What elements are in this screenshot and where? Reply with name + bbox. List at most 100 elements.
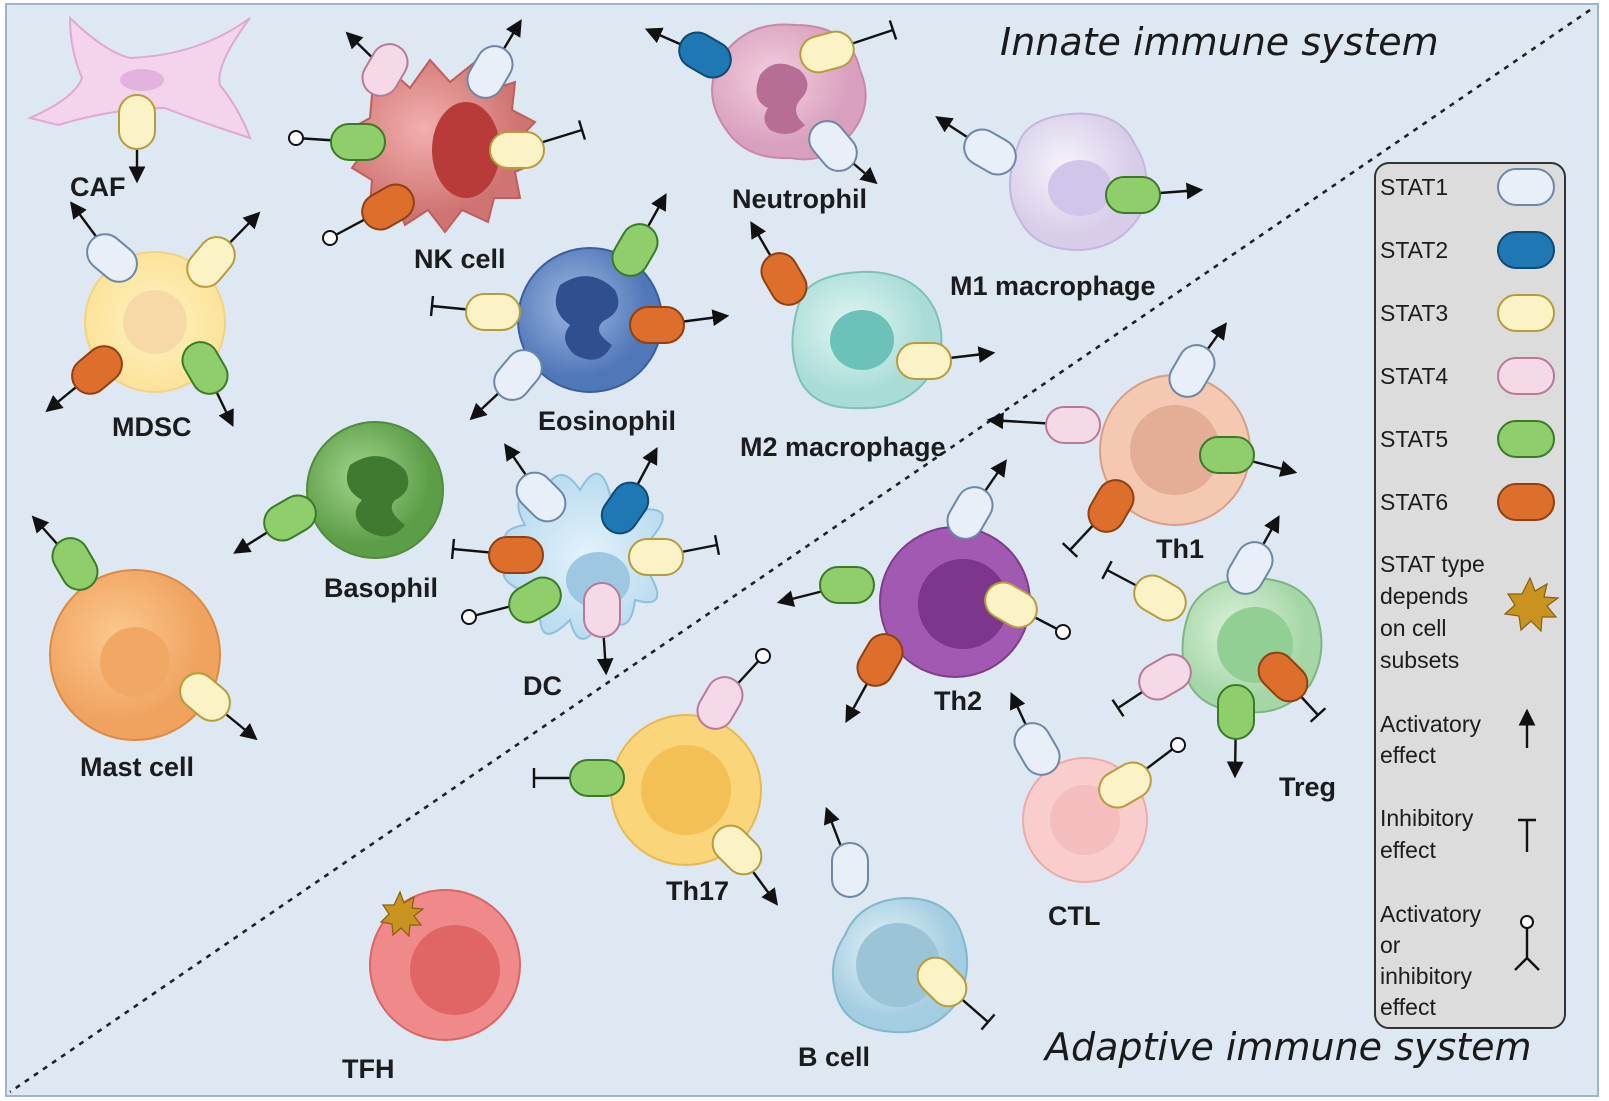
- tfh-variable-star: [379, 890, 425, 938]
- legend-variable-star-icon: [1503, 576, 1560, 633]
- stat-receptor-pill: [984, 581, 1038, 629]
- stat-receptor-pill: [515, 471, 567, 523]
- stat-receptor-pill: [916, 956, 968, 1008]
- legend-either-line: inhibitory: [1380, 963, 1473, 989]
- receptor-stat1-activatory: [808, 120, 878, 185]
- stat-receptor-pill: [1133, 574, 1187, 622]
- receptor-stat4-inhibitory: [1111, 653, 1192, 718]
- th2-nucleus: [918, 559, 1008, 649]
- receptor-stat1-activatory: [469, 349, 543, 421]
- stat-receptor-pill: [1087, 479, 1135, 533]
- receptor-stat2-activatory: [600, 447, 658, 535]
- receptor-stat6-activatory: [750, 221, 808, 306]
- legend-either-circle-icon: [1514, 915, 1540, 971]
- stat-receptor-pill: [361, 43, 409, 97]
- stat-receptor-pill: [600, 481, 650, 535]
- stat-receptor-pill: [569, 759, 625, 797]
- receptor-stat3-either: [1098, 737, 1186, 809]
- dc-label: DC: [523, 671, 562, 701]
- legend-inhibitory-text: Inhibitory effect: [1380, 805, 1480, 863]
- inhibitory-bar-icon: [1101, 560, 1113, 580]
- either-effect-circle-icon: [755, 648, 771, 664]
- legend-variable-text: STAT type depends on cell subsets: [1380, 551, 1491, 673]
- receptor-stat3-either: [984, 581, 1071, 640]
- basophil-cell: Basophil: [306, 421, 444, 603]
- th2-cell: Th2: [879, 526, 1031, 716]
- receptor-stat6-activatory: [845, 633, 904, 723]
- legend-variable-line: on cell: [1380, 615, 1446, 641]
- neutrophil-label: Neutrophil: [732, 184, 867, 214]
- legend-stat5-swatch: [1497, 420, 1555, 458]
- receptor-stat3-inhibitory: [429, 293, 521, 331]
- stat-receptor-pill: [51, 537, 99, 591]
- stat-receptor-pill: [1257, 651, 1309, 703]
- legend-either-text: Activatory or inhibitory effect: [1380, 901, 1487, 1020]
- m2-label: M2 macrophage: [740, 432, 946, 462]
- th1-nucleus: [1130, 405, 1220, 495]
- stat-receptor-pill: [361, 183, 415, 231]
- receptor-stat6-activatory: [45, 345, 123, 413]
- tfh-label: TFH: [342, 1054, 394, 1084]
- stat-receptor-pill: [629, 306, 685, 344]
- nk-nucleus: [432, 102, 500, 198]
- mast-cell: Mast cell: [49, 569, 221, 782]
- stat-receptor-pill: [71, 345, 123, 395]
- stat-receptor-pill: [186, 236, 236, 288]
- receptor-stat1-activatory: [466, 19, 522, 99]
- inhibitory-bar-icon: [888, 20, 898, 40]
- receptor-stat5-activatory: [233, 494, 317, 554]
- receptor-stat5-either: [288, 123, 386, 161]
- receptor-stat5-either: [461, 576, 562, 625]
- inhibitory-bar-icon: [1111, 698, 1125, 718]
- eosinophil-label: Eosinophil: [538, 406, 676, 436]
- stat-receptor-pill: [263, 494, 317, 542]
- stat-receptor-pill: [963, 128, 1017, 176]
- legend-variable-line: depends: [1380, 583, 1468, 609]
- receptor-stat3-activatory: [186, 211, 261, 288]
- stat-receptor-pill: [1045, 406, 1101, 444]
- inhibitory-bar-icon: [450, 538, 456, 560]
- adaptive-section-title: Adaptive immune system: [1042, 1025, 1532, 1069]
- receptor-stat3-inhibitory: [628, 534, 721, 576]
- receptor-stat5-activatory: [1217, 684, 1255, 779]
- legend-stat6-label: STAT6: [1380, 489, 1448, 515]
- legend-stat3-swatch: [1497, 294, 1555, 332]
- stat-receptor-pill: [488, 536, 544, 574]
- legend-stat4-swatch: [1497, 357, 1555, 395]
- receptor-stat1-activatory: [1226, 515, 1280, 595]
- receptor-stat3-activatory: [179, 672, 258, 741]
- stat-receptor-pill: [946, 486, 994, 540]
- stat-receptor-pill: [1013, 722, 1061, 776]
- receptor-stat3-activatory: [118, 94, 156, 184]
- legend-either-line: effect: [1380, 994, 1436, 1020]
- treg-label: Treg: [1279, 772, 1336, 802]
- legend-inhibitory-bar-icon: [1518, 818, 1536, 852]
- m2-nucleus: [830, 310, 894, 370]
- legend-stat1-label: STAT1: [1380, 174, 1448, 200]
- stat-receptor-pill: [799, 30, 855, 74]
- receptor-stat6-activatory: [629, 306, 730, 344]
- receptor-stat4-activatory: [345, 31, 409, 97]
- ctl-nucleus: [1050, 785, 1120, 855]
- receptor-stat1-activatory: [504, 443, 567, 523]
- stat-receptor-pill: [628, 538, 684, 576]
- legend-stat5-label: STAT5: [1380, 426, 1448, 452]
- receptor-stat4-activatory: [986, 406, 1101, 444]
- eosinophil-nucleus: [555, 276, 619, 360]
- receptor-stat6-inhibitory: [1257, 651, 1327, 723]
- mast-nucleus: [100, 627, 170, 697]
- stat-receptor-pill: [86, 233, 138, 283]
- stat-receptor-pill: [696, 676, 744, 730]
- receptor-stat5-activatory: [1199, 436, 1298, 477]
- receptor-stat5-activatory: [31, 515, 99, 591]
- legend-either-line: or: [1380, 932, 1401, 958]
- stat-receptor-pill: [896, 342, 952, 380]
- th1-label: Th1: [1156, 534, 1204, 564]
- legend-stat1-swatch: [1497, 168, 1555, 206]
- tfh-cell: TFH: [342, 889, 521, 1084]
- neutrophil-nucleus: [756, 63, 808, 134]
- inhibitory-bar-icon: [1309, 707, 1327, 723]
- th17-label: Th17: [666, 876, 729, 906]
- receptor-stat6-either: [322, 183, 415, 246]
- receptor-stat3-inhibitory: [489, 120, 587, 169]
